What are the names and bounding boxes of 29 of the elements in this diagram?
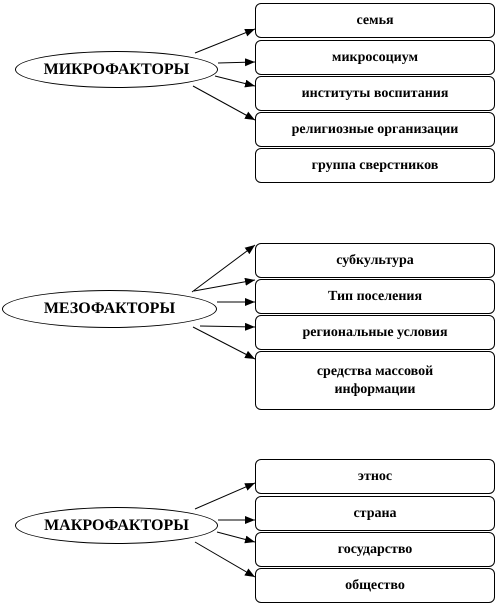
arrow <box>194 28 256 54</box>
factor-box: страна <box>255 496 495 531</box>
factor-ellipse: МАКРОФАКТОРЫ <box>15 507 218 544</box>
factor-box: государство <box>255 532 495 567</box>
arrow <box>192 326 256 360</box>
arrow <box>192 244 256 292</box>
arrow <box>194 542 256 578</box>
factor-box: институты воспитания <box>255 76 495 111</box>
factor-box: региональные условия <box>255 315 495 350</box>
factor-box: субкультура <box>255 243 495 278</box>
factor-box: семья <box>255 3 495 38</box>
arrow <box>194 482 256 510</box>
factor-ellipse: МИКРОФАКТОРЫ <box>15 51 218 88</box>
arrow <box>218 58 256 66</box>
factor-box: религиозные организации <box>255 112 495 147</box>
factor-box: общество <box>255 568 495 603</box>
arrow <box>216 532 256 544</box>
arrow <box>218 516 256 524</box>
factor-ellipse: МЕЗОФАКТОРЫ <box>2 290 217 328</box>
factor-box: микросоциум <box>255 40 495 75</box>
arrow <box>216 298 256 306</box>
arrow <box>192 86 256 120</box>
factor-box: группа сверстников <box>255 148 495 183</box>
factor-box: средства массовой информации <box>255 351 495 410</box>
arrow <box>194 278 256 292</box>
arrow <box>200 322 256 331</box>
factor-box: этнос <box>255 459 495 494</box>
arrow <box>214 76 256 88</box>
factor-box: Тип поселения <box>255 279 495 314</box>
